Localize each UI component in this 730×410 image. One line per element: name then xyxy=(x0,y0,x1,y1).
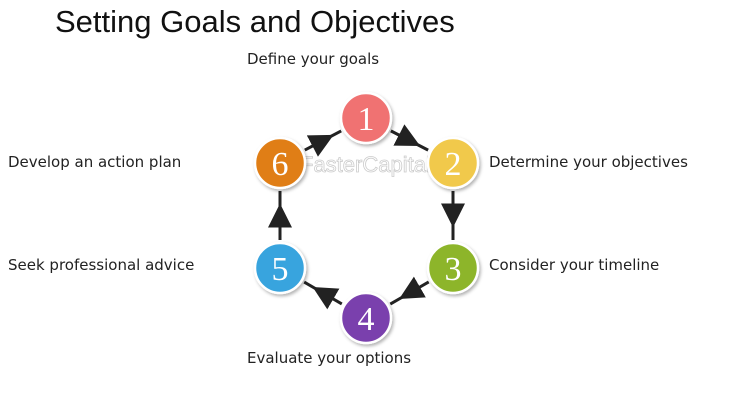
cycle-arrows xyxy=(268,124,465,310)
step-number: 4 xyxy=(358,301,375,338)
step-number: 6 xyxy=(272,146,289,183)
step-label-5: Seek professional advice xyxy=(8,256,195,274)
step-node-4: 4 xyxy=(339,291,393,345)
step-label-4: Evaluate your options xyxy=(247,349,412,367)
step-label-3: Consider your timeline xyxy=(489,256,660,274)
step-label-1: Define your goals xyxy=(247,50,380,68)
step-label-6: Develop an action plan xyxy=(8,153,182,171)
arrow-3-to-4 xyxy=(389,276,430,306)
step-number: 2 xyxy=(445,146,462,183)
step-node-3: 3 xyxy=(426,241,480,295)
step-number: 3 xyxy=(445,251,462,288)
step-label-2: Determine your objectives xyxy=(489,153,688,171)
step-circle xyxy=(426,241,480,295)
step-circle xyxy=(339,291,393,345)
step-circle xyxy=(253,241,307,295)
arrow-4-to-5 xyxy=(303,280,343,310)
step-circle xyxy=(426,136,480,190)
step-node-2: 2 xyxy=(426,136,480,190)
watermark: FasterCapital xyxy=(300,152,431,177)
step-node-6: 6 xyxy=(253,136,307,190)
page-title: Setting Goals and Objectives xyxy=(55,4,455,39)
step-circle xyxy=(339,91,393,145)
step-node-1: 1 xyxy=(339,91,393,145)
arrow-6-to-1 xyxy=(304,129,342,157)
step-node-5: 5 xyxy=(253,241,307,295)
step-number: 5 xyxy=(272,251,289,288)
arrow-1-to-2 xyxy=(390,124,429,152)
step-number: 1 xyxy=(358,101,375,138)
step-circle xyxy=(253,136,307,190)
